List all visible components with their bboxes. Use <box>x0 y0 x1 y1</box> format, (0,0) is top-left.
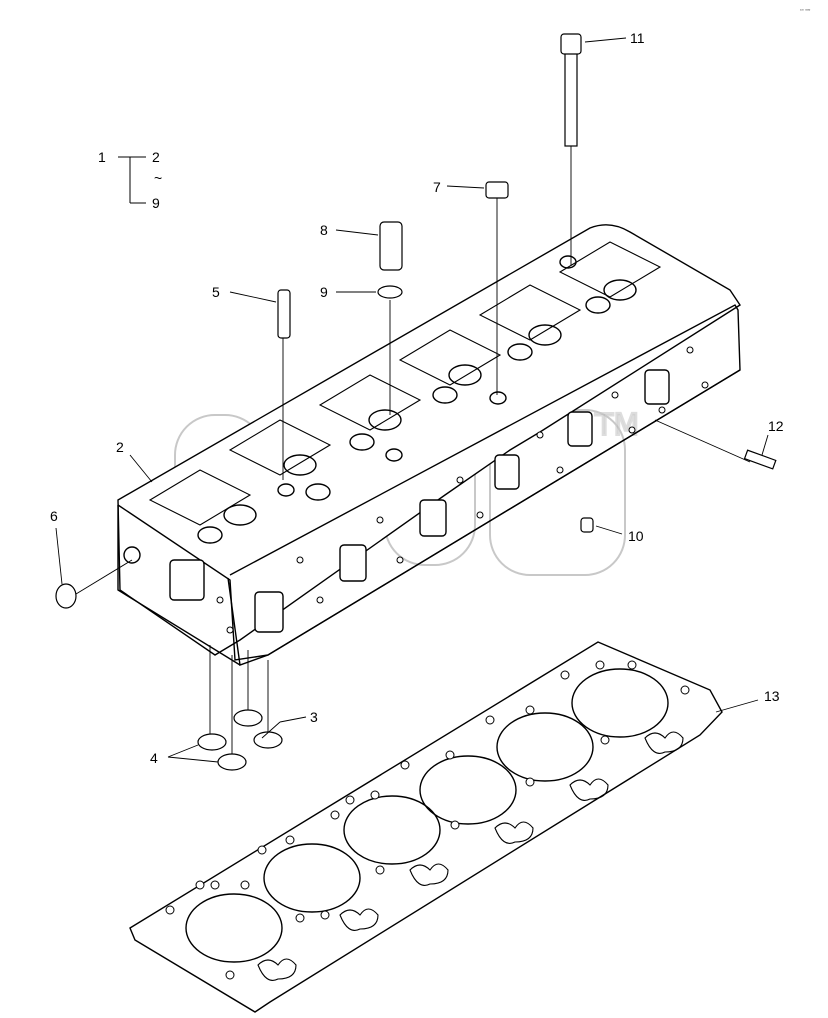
small-plug <box>580 517 594 533</box>
callout-5: 5 <box>212 284 220 300</box>
group-to-label: 9 <box>152 195 160 211</box>
head-gasket <box>129 641 723 1013</box>
cup-plug <box>485 181 509 395</box>
cylinder-head <box>117 224 741 666</box>
callout-6: 6 <box>50 508 58 524</box>
callout-11: 11 <box>630 30 645 46</box>
corner-mark: ᵉᵐ ⁰⁰⁰ <box>800 8 811 13</box>
dowel-pin <box>277 289 291 480</box>
callout-12: 12 <box>768 418 784 434</box>
callout-8: 8 <box>320 222 328 238</box>
callout-3: 3 <box>310 709 318 725</box>
stud <box>654 419 777 470</box>
callout-9: 9 <box>320 284 328 300</box>
callout-10: 10 <box>628 528 644 544</box>
expansion-plug <box>55 559 133 609</box>
group-tilde-label: ~ <box>154 170 162 186</box>
callout-7: 7 <box>433 179 441 195</box>
injector-sleeve <box>377 221 403 415</box>
callout-2: 2 <box>116 439 124 455</box>
leader-lines <box>55 37 769 763</box>
watermark-tm: TM <box>594 408 639 443</box>
head-bolt <box>560 33 582 265</box>
callout-13: 13 <box>764 688 780 704</box>
group-from-label: 2 <box>152 149 160 165</box>
callout-4: 4 <box>150 750 158 766</box>
group-parent-label: 1 <box>98 149 106 165</box>
group-bracket <box>118 156 146 204</box>
